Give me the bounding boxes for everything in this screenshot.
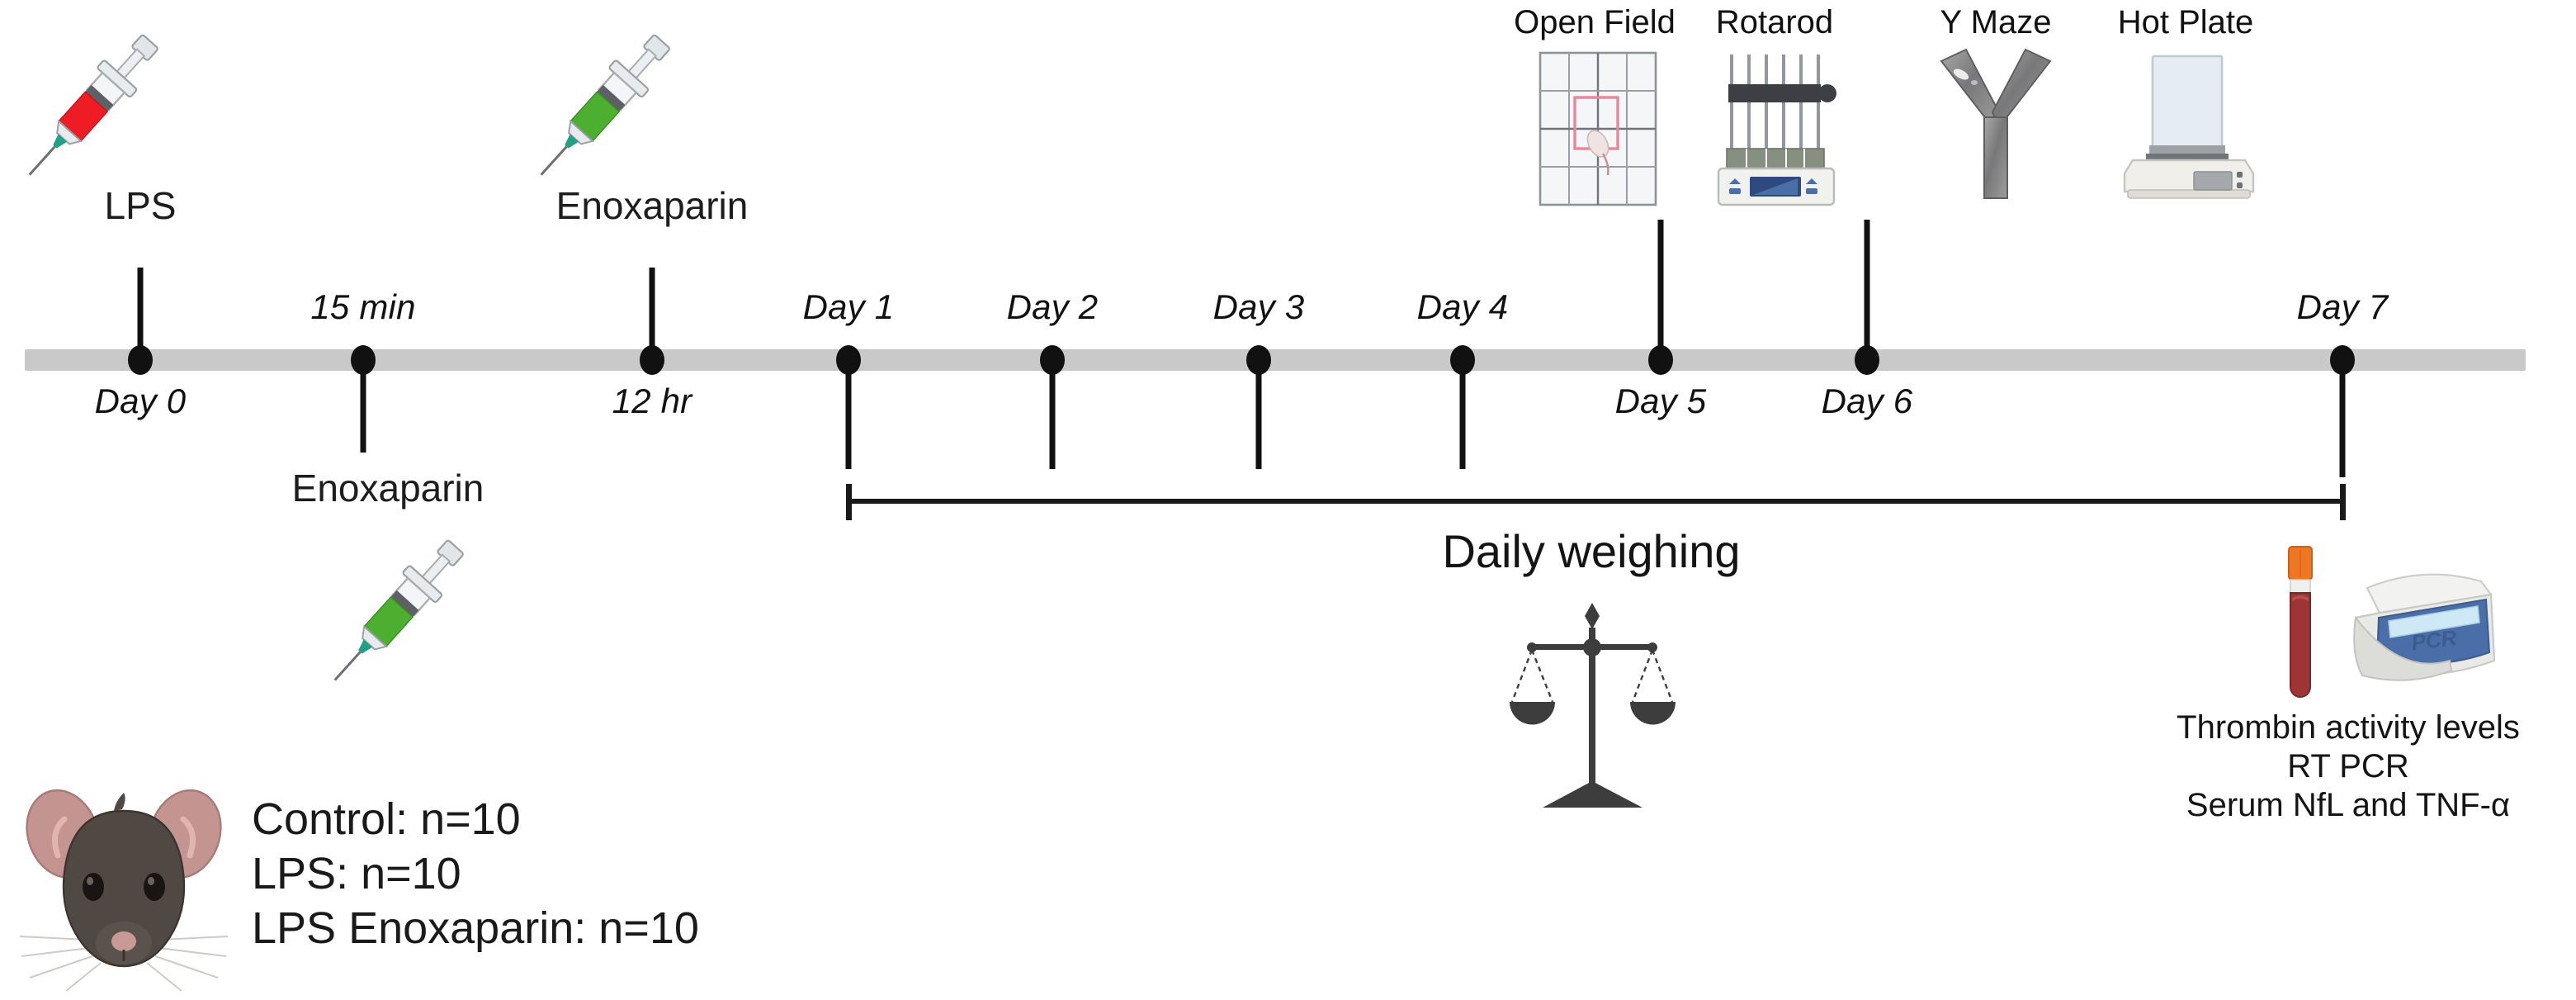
enoxaparin-12hr-caption: Enoxaparin — [555, 184, 749, 227]
tick-node-day0[interactable] — [128, 345, 153, 375]
rotarod-apparatus-icon — [1712, 48, 1841, 210]
syringe-green-enoxaparin-15min-icon — [322, 520, 487, 685]
pcr-thermocycler-icon: PCR — [2349, 560, 2499, 692]
tick-node-12hr[interactable] — [640, 345, 664, 375]
tick-label-day4: Day 4 — [1416, 287, 1509, 326]
timeline-axis-bar — [25, 349, 2526, 371]
tick-label-day3: Day 3 — [1212, 287, 1305, 326]
enoxaparin-15min-caption: Enoxaparin — [291, 467, 484, 509]
test-label-hot-plate: Hot Plate — [2117, 4, 2254, 40]
hot-plate-icon — [2121, 51, 2257, 205]
tick-node-day5[interactable] — [1648, 345, 1673, 375]
test-label-rotarod: Rotarod — [1715, 4, 1834, 40]
group-item-control: Control: n=10 — [252, 794, 521, 844]
bracket-cap-right — [2340, 484, 2346, 520]
stem-15min — [360, 360, 366, 453]
mouse-head-icon — [8, 786, 239, 993]
pcr-screen-text: PCR — [2410, 625, 2458, 655]
tick-label-day5: Day 5 — [1614, 382, 1707, 420]
stem-day3 — [1255, 360, 1262, 469]
tick-node-day6[interactable] — [1855, 345, 1879, 375]
stem-day7 — [2339, 360, 2346, 477]
stem-day5 — [1657, 220, 1664, 360]
stem-day6 — [1864, 220, 1870, 360]
tick-label-day2: Day 2 — [1006, 287, 1099, 326]
open-field-arena-icon — [1537, 50, 1659, 208]
stem-12hr — [649, 268, 655, 360]
tick-label-15min: 15 min — [310, 287, 416, 326]
y-maze-icon — [1931, 45, 2060, 210]
daily-weighing-bracket — [846, 499, 2344, 504]
tick-label-day1: Day 1 — [802, 287, 895, 326]
test-label-y-maze: Y Maze — [1940, 4, 2052, 40]
balance-scale-icon — [1505, 596, 1679, 811]
group-item-lps-enoxaparin: LPS Enoxaparin: n=10 — [252, 903, 699, 953]
group-item-lps: LPS: n=10 — [252, 848, 461, 898]
endpoint-line-3: Serum NfL and TNF-α — [2186, 787, 2511, 824]
stem-day2 — [1049, 360, 1056, 469]
blood-collection-tube-icon — [2276, 545, 2324, 702]
test-label-open-field: Open Field — [1514, 4, 1676, 40]
endpoint-assay-text: Thrombin activity levels RT PCR Serum Nf… — [2177, 709, 2520, 826]
endpoint-line-2: RT PCR — [2287, 748, 2409, 785]
stem-day1 — [845, 360, 852, 469]
group-legend: Control: n=10 LPS: n=10 LPS Enoxaparin: … — [252, 793, 699, 956]
tick-label-12hr: 12 hr — [612, 382, 692, 420]
lps-caption: LPS — [104, 184, 177, 227]
daily-weighing-label: Daily weighing — [1442, 525, 1741, 577]
endpoint-line-1: Thrombin activity levels — [2177, 709, 2520, 746]
stem-day0 — [137, 268, 144, 360]
tick-label-day7: Day 7 — [2296, 287, 2389, 326]
syringe-red-lps-icon — [17, 15, 182, 180]
stem-day4 — [1459, 360, 1466, 469]
syringe-green-enoxaparin-12hr-icon — [528, 15, 693, 180]
tick-label-day6: Day 6 — [1821, 382, 1913, 420]
tick-label-day0: Day 0 — [94, 382, 187, 420]
